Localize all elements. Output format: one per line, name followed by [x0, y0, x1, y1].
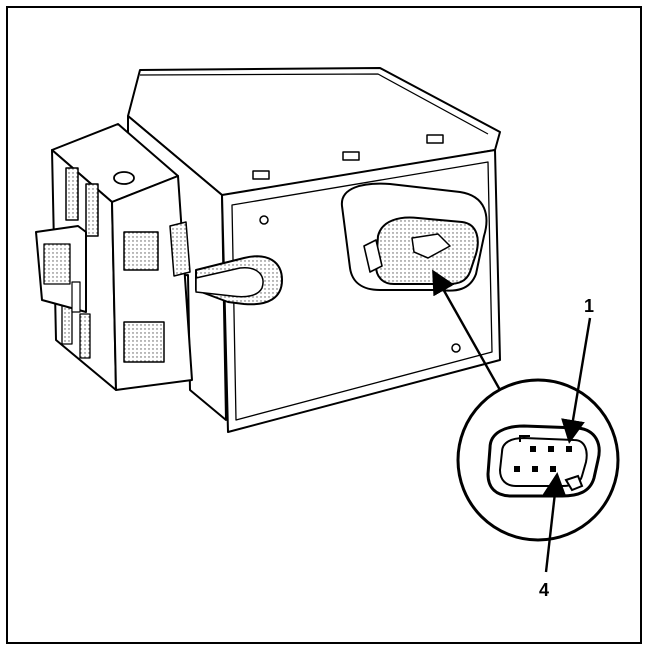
pin-icon — [530, 446, 536, 452]
pin-icon — [532, 466, 538, 472]
top-slot — [342, 151, 360, 161]
bracket-bolt-hole-icon — [113, 171, 135, 185]
callout-4-leader — [542, 472, 567, 573]
connector-pin-cavity — [411, 233, 451, 259]
pin-icon — [550, 466, 556, 472]
pin-detail-inset — [456, 378, 620, 542]
bracket-clip-slot — [71, 281, 81, 313]
callout-1-label: 1 — [584, 296, 594, 316]
inset-corner-bracket — [519, 435, 530, 442]
connector-pointer-arrow — [432, 269, 502, 391]
bracket-slot — [123, 231, 159, 271]
module-top-rim — [139, 73, 489, 135]
mount-screw-icon — [259, 215, 269, 225]
mount-screw-icon — [451, 343, 461, 353]
bracket-tab — [169, 221, 191, 277]
top-slot — [252, 170, 270, 180]
front-notch-edge — [195, 267, 264, 298]
callout-4-label: 4 — [539, 580, 549, 600]
inset-pins — [514, 446, 572, 472]
bracket-slot — [123, 321, 165, 363]
connector-latch — [363, 239, 383, 273]
bracket-slot — [65, 167, 79, 221]
inset-key-notch — [564, 474, 584, 492]
bracket-clip-slot — [43, 243, 71, 285]
left-bracket — [35, 123, 193, 391]
pin-icon — [514, 466, 520, 472]
bracket-slot — [79, 313, 91, 359]
connector-housing — [340, 182, 488, 292]
module-front-panel — [231, 161, 493, 421]
top-slot — [426, 134, 444, 144]
pin-icon — [566, 446, 572, 452]
bracket-slot — [85, 183, 99, 237]
pin-icon — [548, 446, 554, 452]
callout-1-leader — [561, 317, 592, 444]
